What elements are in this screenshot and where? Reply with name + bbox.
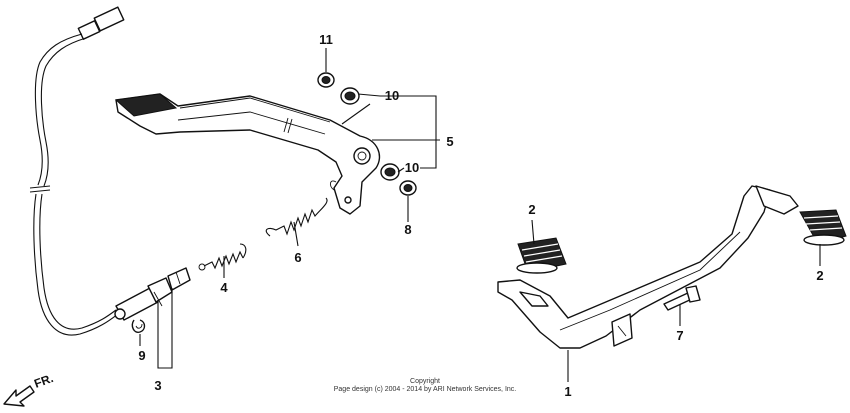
callout-numbers: 11 10 5 10 8 6 4 9 3 2 2 7 1: [138, 32, 823, 399]
copyright-label: Copyright: [410, 378, 440, 385]
gearshift-pedal: [497, 185, 799, 349]
flange-nut: [317, 72, 335, 88]
front-direction-label: FR.: [32, 371, 55, 391]
callout-9: 9: [138, 348, 145, 363]
leader-lines: [139, 48, 821, 382]
stop-switch-spring: [198, 243, 247, 271]
callout-10-lower: 10: [405, 160, 419, 175]
stop-switch: [114, 267, 191, 321]
callout-1: 1: [564, 384, 571, 399]
callout-2-right: 2: [816, 268, 823, 283]
brake-pedal: [114, 93, 381, 215]
callout-2-left: 2: [528, 202, 535, 217]
callout-5: 5: [446, 134, 453, 149]
callout-6: 6: [294, 250, 301, 265]
step-rubber-right: [799, 209, 847, 246]
callout-8: 8: [404, 222, 411, 237]
arrow-icon: [3, 385, 35, 407]
brake-pedal-return-spring: [265, 197, 328, 237]
callout-3: 3: [154, 378, 161, 393]
dust-seal-upper: [340, 87, 360, 105]
callout-7: 7: [676, 328, 683, 343]
callout-11: 11: [319, 32, 333, 47]
step-rubber-left: [516, 237, 567, 274]
dust-seal-lower: [380, 163, 400, 181]
pinch-bolt: [663, 285, 701, 311]
switch-wire-harness: [29, 6, 125, 336]
callout-10-upper: 10: [385, 88, 399, 103]
callout-4: 4: [220, 280, 228, 295]
pivot-washer: [399, 180, 417, 196]
front-direction-indicator: FR.: [3, 371, 55, 407]
copyright-notice: Page design (c) 2004 - 2014 by ARI Netwo…: [333, 386, 517, 393]
switch-clip: [131, 319, 146, 333]
